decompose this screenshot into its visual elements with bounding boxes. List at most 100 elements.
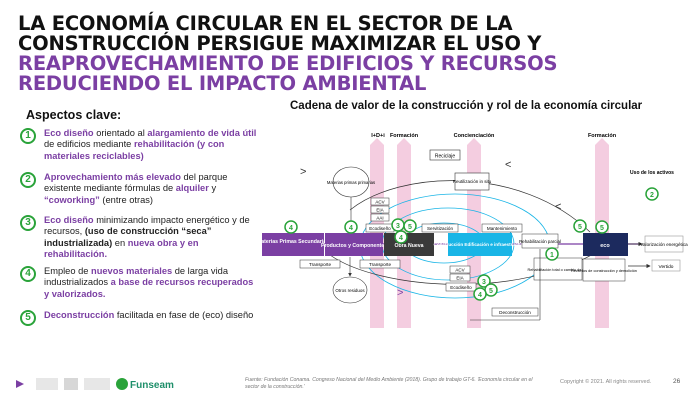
node-aai xyxy=(370,213,390,222)
node-eia xyxy=(370,205,390,214)
badge-4: 4 xyxy=(394,230,408,244)
badge-4: 4 xyxy=(344,220,358,234)
node-transporte xyxy=(299,259,341,269)
aspect-number-badge: 1 xyxy=(20,128,36,144)
node-label: Rehabilitación total o cambio de uso xyxy=(528,268,589,272)
aspect-text: Aprovechamiento más elevado del parque e… xyxy=(44,172,228,205)
chevron-icon: < xyxy=(555,201,561,213)
node-label: Reciclaje xyxy=(435,154,456,160)
node-eia xyxy=(449,273,471,282)
svg-text:1: 1 xyxy=(550,252,554,259)
badge-3: 3 xyxy=(391,218,405,232)
phase-arrowhead xyxy=(370,138,384,145)
node-label: Recursos de construcción y demolición xyxy=(571,269,637,273)
node-productos-componentes xyxy=(325,233,383,256)
svg-text:5: 5 xyxy=(578,224,582,231)
node-label: Deconstrucción xyxy=(499,310,531,315)
svg-text:3: 3 xyxy=(396,223,400,230)
aspect-number-badge: 2 xyxy=(20,172,36,188)
node-label: Transporte xyxy=(309,262,331,267)
node-label: EIA xyxy=(456,276,463,281)
footer-logos: Funseam xyxy=(16,378,174,391)
aspect-number-badge: 4 xyxy=(20,266,36,282)
node-label: Ecodiseño xyxy=(369,226,391,231)
phase-arrowhead xyxy=(397,138,411,145)
node-rehabilitacion-parcial xyxy=(521,233,559,249)
badge-5: 5 xyxy=(403,219,417,233)
source-note: Fuente: Fundación Conama. Congreso Nacio… xyxy=(245,377,533,390)
aspect-number-badge: 5 xyxy=(20,310,36,326)
svg-text:5: 5 xyxy=(600,225,604,232)
node-materias-primas-secundarias xyxy=(262,233,324,256)
page-title: LA ECONOMÍA CIRCULAR EN EL SECTOR DE LA … xyxy=(18,14,683,94)
node-rehabilitacion-total xyxy=(533,257,583,281)
badge-2: 2 xyxy=(645,187,659,201)
svg-text:3: 3 xyxy=(482,279,486,286)
node-label: Materias Primas Secundarias xyxy=(257,239,329,245)
svg-text:4: 4 xyxy=(478,292,482,299)
aspect-item-1: 1 Eco diseño orientado al alargamiento d… xyxy=(20,128,258,162)
node-label: eco xyxy=(600,243,610,249)
node-label: Transporte xyxy=(369,262,391,267)
node-label: EIA xyxy=(376,208,383,213)
aspect-item-4: 4 Empleo de nuevos materiales de larga v… xyxy=(20,266,258,300)
node-valorizacion xyxy=(644,235,684,253)
svg-text:4: 4 xyxy=(349,225,353,232)
chevron-icon: > xyxy=(300,166,306,178)
title-highlight: REAPROVECHAMIENTO DE EDIFICIOS Y RECURSO… xyxy=(18,52,558,95)
aspects-heading: Aspectos clave: xyxy=(26,108,122,122)
unesco-logo xyxy=(64,378,78,390)
node-label: Reutilización in situ xyxy=(453,179,492,184)
node-otros-residuos xyxy=(332,276,368,304)
phase-label: I+D+i xyxy=(371,133,385,139)
chevron-icon: > xyxy=(397,287,403,299)
badge-5: 5 xyxy=(595,220,609,234)
node-vertido xyxy=(651,259,681,272)
node-label: Rehabilitación parcial xyxy=(519,239,561,244)
node-label: Valorización energética xyxy=(640,242,688,247)
aspect-text: Empleo de nuevos materiales de larga vid… xyxy=(44,266,254,299)
node-servitizacion xyxy=(421,223,459,233)
phase-label: Concienciación xyxy=(454,133,495,139)
node-label: Obra Nueva xyxy=(394,243,423,249)
badge-3: 3 xyxy=(477,274,491,288)
node-reciclaje xyxy=(429,149,461,161)
node-label: Mantenimiento xyxy=(487,226,518,231)
funseam-icon xyxy=(116,378,128,390)
node-acv xyxy=(370,197,390,206)
node-acv xyxy=(449,265,471,274)
node-ecodiseno xyxy=(445,282,477,292)
node-mantenimiento xyxy=(481,223,523,233)
badge-5: 5 xyxy=(484,283,498,297)
phase-arrowhead xyxy=(595,138,609,145)
node-label: Vertido xyxy=(659,264,674,270)
badge-5: 5 xyxy=(573,219,587,233)
page-number: 26 xyxy=(673,378,681,385)
node-label: Productos y Componentes xyxy=(321,243,387,249)
node-label: Servitización xyxy=(427,226,453,231)
node-deconstruccion xyxy=(491,307,539,317)
phase-label: Formación xyxy=(588,133,617,139)
aspect-text: Deconstrucción facilitada en fase de (ec… xyxy=(44,310,254,320)
node-eco xyxy=(583,233,628,256)
partner-logo xyxy=(36,378,58,390)
badge-4: 4 xyxy=(284,220,298,234)
node-recursos xyxy=(582,258,626,282)
node-label: AAI xyxy=(376,216,383,221)
title-part1: LA ECONOMÍA CIRCULAR EN EL SECTOR DE LA … xyxy=(18,12,542,55)
node-label: ACV xyxy=(375,200,384,205)
phase-arrowhead xyxy=(467,138,481,145)
node-label: Ecodiseño xyxy=(450,285,472,290)
badge-4: 4 xyxy=(473,287,487,301)
node-label: Otros residuos xyxy=(335,288,365,293)
chevron-icon: < xyxy=(505,159,511,171)
aspect-text: Eco diseño orientado al alargamiento de … xyxy=(44,128,257,161)
diagram-title: Cadena de valor de la construcción y rol… xyxy=(290,100,643,112)
partner-logo xyxy=(84,378,110,390)
aspect-item-2: 2 Aprovechamiento más elevado del parque… xyxy=(20,172,258,206)
badge-1: 1 xyxy=(545,247,559,261)
svg-text:5: 5 xyxy=(408,224,412,231)
uso-activos-label: Uso de los activos xyxy=(630,170,674,176)
funseam-logo-text: Funseam xyxy=(130,380,174,391)
